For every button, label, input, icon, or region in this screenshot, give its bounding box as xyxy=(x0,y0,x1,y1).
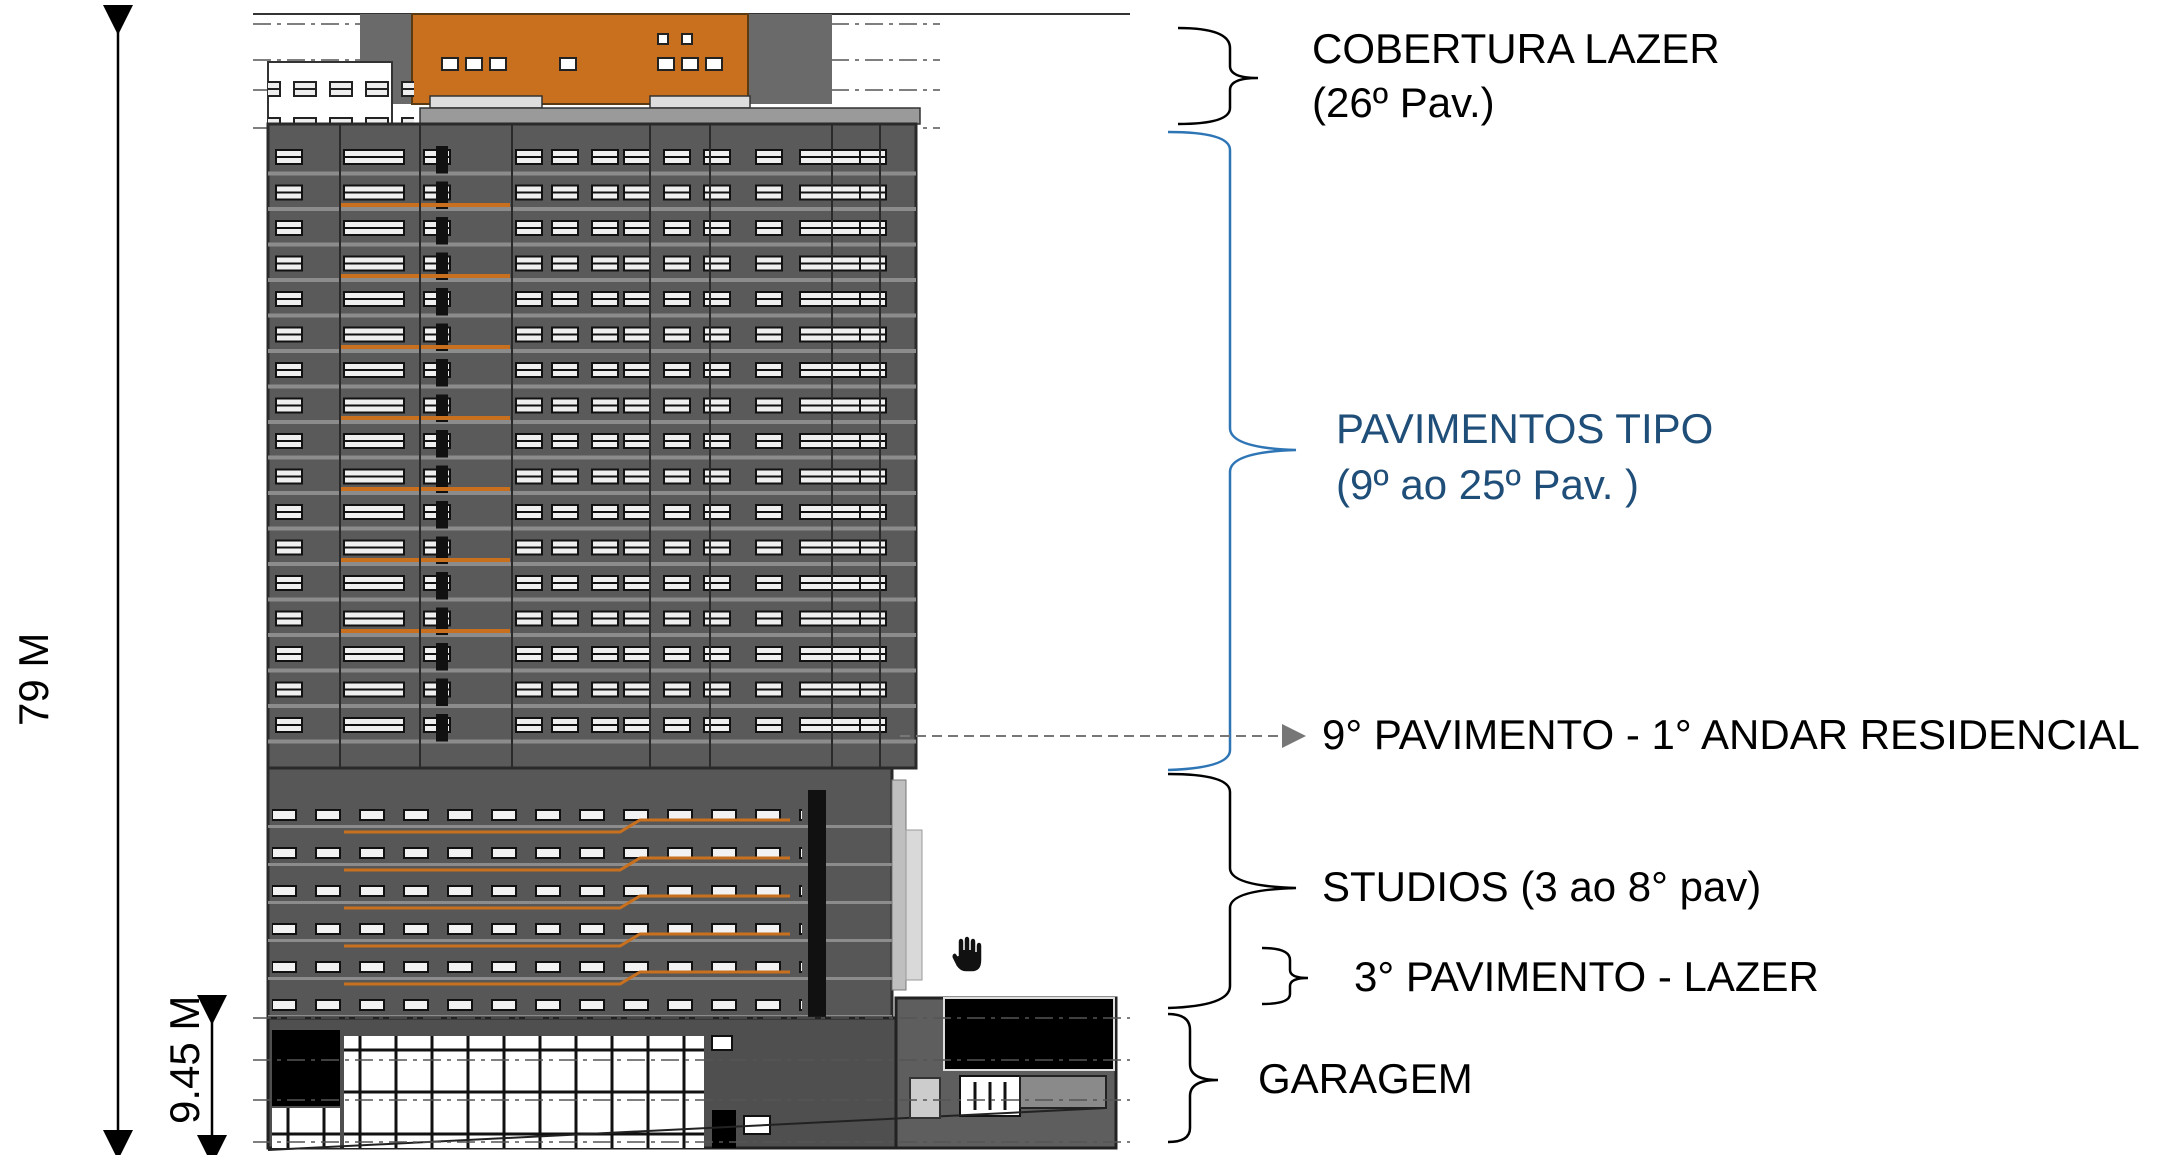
hand-cursor-icon xyxy=(951,935,983,973)
roof-level xyxy=(267,13,921,125)
studio-floor xyxy=(268,932,892,980)
third-floor-label: 3° PAVIMENTO - LAZER xyxy=(1354,953,1819,1000)
studio-floor xyxy=(268,818,892,866)
garagem-bracket xyxy=(1167,1012,1219,1144)
typical-floor xyxy=(268,323,916,353)
tipo-label-line2: (9º ao 25º Pav. ) xyxy=(1336,461,1640,508)
studios-bracket xyxy=(1167,772,1297,1010)
typical-floor xyxy=(268,501,916,531)
typical-floor xyxy=(268,217,916,247)
typical-floors-tower xyxy=(266,122,918,770)
ninth-floor-label: 9° PAVIMENTO - 1° ANDAR RESIDENCIAL xyxy=(1322,711,2140,758)
cobertura-bracket xyxy=(1177,26,1259,126)
garage-level xyxy=(253,996,1130,1151)
typical-floor xyxy=(268,181,916,211)
studio-floor xyxy=(268,894,892,942)
typical-floor xyxy=(268,572,916,602)
garagem-label: GARAGEM xyxy=(1258,1055,1473,1102)
typical-floor xyxy=(268,430,916,460)
cobertura-label-line1: COBERTURA LAZER xyxy=(1312,25,1720,72)
studio-floor xyxy=(268,790,892,828)
typical-floor xyxy=(268,252,916,282)
total-height-label: 79 M xyxy=(10,632,57,726)
third-floor-bracket xyxy=(1261,946,1309,1006)
studios-label: STUDIOS (3 ao 8° pav) xyxy=(1322,863,1762,910)
studio-floor xyxy=(268,856,892,904)
tipo-label-line1: PAVIMENTOS TIPO xyxy=(1336,405,1714,452)
garage-height-label: 9.45 M xyxy=(161,995,208,1124)
typical-floor xyxy=(268,643,916,673)
typical-floor xyxy=(268,394,916,424)
tipo-bracket xyxy=(1167,130,1297,772)
cobertura-label-line2: (26º Pav.) xyxy=(1312,79,1495,126)
typical-floor xyxy=(268,146,916,176)
